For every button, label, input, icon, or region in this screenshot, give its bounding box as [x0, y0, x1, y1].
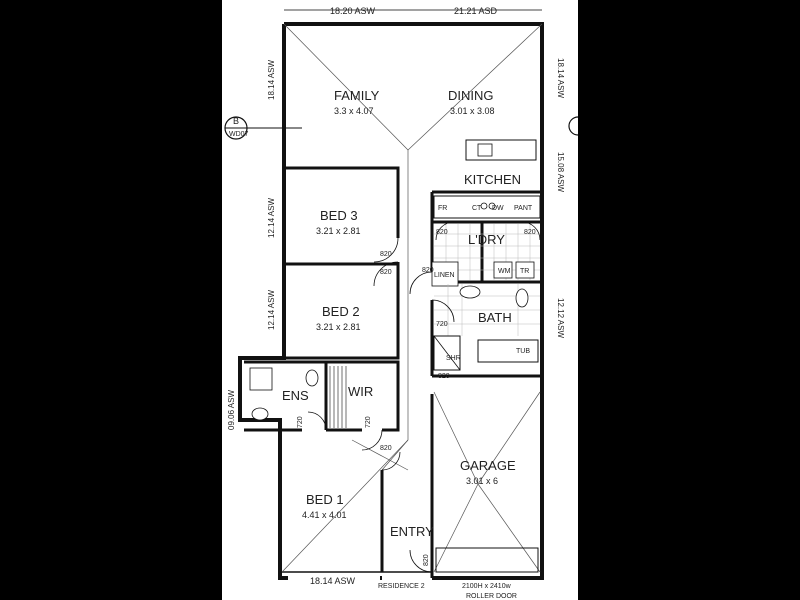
section-marker-right — [568, 116, 578, 136]
wir-shelving — [329, 366, 347, 428]
dim-left-upper: 18.14 ASW — [267, 60, 276, 100]
room-bath-name: BATH — [478, 310, 512, 325]
door-label-garage: 820 — [438, 373, 450, 380]
ensuite-shower-icon — [249, 367, 273, 391]
dim-bottom-garage: 2100H x 2410w — [462, 583, 512, 590]
section-marker-letter: B — [233, 116, 239, 126]
room-garage-name: GARAGE — [460, 458, 516, 473]
cooktop-burner-icon — [480, 202, 488, 210]
bath-tiles — [434, 284, 540, 336]
door-label-wir: 720 — [365, 416, 372, 428]
fixture-dishwasher: DW — [492, 205, 504, 212]
dim-left-mid: 12.14 ASW — [267, 198, 276, 238]
room-bed2-name: BED 2 — [322, 304, 360, 319]
room-bed1-size: 4.41 x 4.01 — [302, 510, 347, 520]
toilet-icon — [515, 288, 529, 308]
floor-plan-drawing: 18.20 ASW 21.21 ASD 18.14 ASW 12.14 ASW … — [224, 6, 578, 600]
linen-cupboard — [431, 261, 459, 287]
door-label-bed2: 820 — [380, 269, 392, 276]
door-label-bed1: 820 — [380, 445, 392, 452]
room-bed2-size: 3.21 x 2.81 — [316, 322, 361, 332]
fixture-linen: LINEN — [434, 272, 455, 279]
room-bed3-size: 3.21 x 2.81 — [316, 226, 361, 236]
bathtub-icon — [477, 339, 539, 363]
garage-roller-door — [435, 547, 539, 573]
section-marker-ref: WD07 — [229, 131, 249, 138]
room-family-name: FAMILY — [334, 88, 380, 103]
fixture-fridge: FR — [438, 205, 447, 212]
fixture-cooktop: CT — [472, 205, 482, 212]
room-kitchen-name: KITCHEN — [464, 172, 521, 187]
ensuite-basin-icon — [251, 407, 269, 421]
roof-hip-lines — [281, 23, 543, 573]
door-swings — [307, 221, 541, 573]
dim-bottom-left: 18.14 ASW — [310, 576, 356, 586]
door-label-bath: 720 — [436, 321, 448, 328]
kitchen-island — [465, 139, 537, 161]
fixture-washer: WM — [498, 268, 511, 275]
fixture-pantry: PANT — [514, 205, 533, 212]
dim-right-bath: 12.12 ASW — [556, 298, 565, 338]
door-label-ldry-left: 820 — [436, 229, 448, 236]
dim-bottom-door: ROLLER DOOR — [466, 593, 517, 600]
cooktop-burner-icon — [488, 202, 496, 210]
basin-icon — [459, 285, 481, 299]
room-family-size: 3.3 x 4.07 — [334, 106, 374, 116]
dim-top-left: 18.20 ASW — [330, 6, 376, 16]
room-garage-size: 3.01 x 6 — [466, 476, 498, 486]
trough-icon — [515, 261, 535, 279]
room-dining-name: DINING — [448, 88, 494, 103]
interior-walls — [244, 166, 542, 578]
dim-right-kitchen: 15.08 ASW — [556, 152, 565, 192]
floor-plan-sheet: 18.20 ASW 21.21 ASD 18.14 ASW 12.14 ASW … — [222, 0, 578, 600]
fixture-trough: TR — [520, 268, 529, 275]
dim-left-low: 12.14 ASW — [267, 290, 276, 330]
door-label-entry: 820 — [423, 554, 430, 566]
ensuite-toilet-icon — [305, 369, 319, 387]
door-label-ldry-right: 820 — [524, 229, 536, 236]
washing-machine-icon — [493, 261, 513, 279]
room-bed1-name: BED 1 — [306, 492, 344, 507]
door-label-bed3: 820 — [380, 251, 392, 258]
outer-walls — [238, 22, 544, 580]
room-entry-name: ENTRY — [390, 524, 434, 539]
fixture-bathtub: TUB — [516, 348, 530, 355]
room-bed3-name: BED 3 — [320, 208, 358, 223]
dim-top-right: 21.21 ASD — [454, 6, 498, 16]
room-laundry-name: L'DRY — [468, 232, 505, 247]
dim-bottom-mid: RESIDENCE 2 — [378, 583, 425, 590]
room-dining-size: 3.01 x 3.08 — [450, 106, 495, 116]
sink-icon — [477, 143, 493, 157]
fixture-shower: SHR — [446, 355, 461, 362]
dim-right-upper: 18.14 ASW — [556, 58, 565, 98]
door-label-linen: 820 — [422, 267, 434, 274]
room-wir-name: WIR — [348, 384, 373, 399]
room-ensuite-name: ENS — [282, 388, 309, 403]
door-label-ens: 720 — [297, 416, 304, 428]
dim-left-ens: 09.06 ASW — [227, 390, 236, 430]
